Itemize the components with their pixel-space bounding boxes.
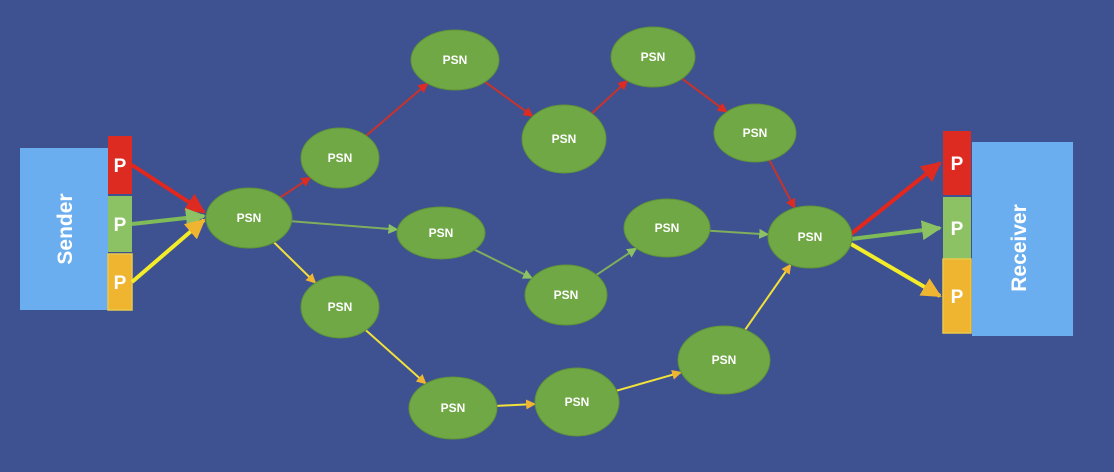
- sender-packet-yellow: [107, 253, 133, 311]
- psn-node: [534, 367, 620, 437]
- psn-node: [408, 376, 498, 440]
- psn-node: [521, 104, 607, 174]
- green-route-edge: [709, 228, 770, 239]
- psn-node-label: PSN: [552, 132, 577, 146]
- psn-node-label: PSN: [328, 151, 353, 165]
- red-route-edge: [591, 79, 629, 115]
- psn-node: [623, 198, 711, 258]
- sender-packet-green: [108, 196, 132, 252]
- green-route-edge: [595, 247, 638, 276]
- sender-label: Sender: [54, 193, 77, 264]
- sender-packet-label: P: [114, 156, 127, 177]
- psn-node: [396, 206, 486, 260]
- psn-node-label: PSN: [798, 230, 823, 244]
- packets: P P P P P P: [107, 131, 972, 334]
- psn-node: [713, 103, 797, 163]
- receiver-arrow-green: [850, 220, 942, 241]
- receiver-packet-label: P: [951, 287, 964, 308]
- yellow-route-edge: [744, 263, 792, 331]
- psn-node-label: PSN: [641, 50, 666, 64]
- receiver-packet-red: [943, 131, 971, 195]
- psn-nodes: PSN PSN PSN PSN PSN PSN PSN PSN PSN PSN PSN PSN PSN P…: [205, 26, 853, 440]
- receiver-packet-green: [943, 197, 971, 259]
- psn-node: [300, 275, 380, 339]
- red-route-edge: [279, 176, 312, 199]
- receiver-label: Receiver: [1008, 204, 1031, 292]
- receiver-arrow-red: [849, 161, 942, 236]
- receiver-packet-yellow: [942, 258, 972, 334]
- receiver-box: [972, 142, 1073, 336]
- yellow-route-edge: [365, 329, 427, 385]
- sender-arrow-green: [131, 208, 206, 228]
- red-route-edge: [681, 77, 728, 113]
- yellow-route-edge: [496, 399, 537, 410]
- psn-node: [410, 29, 500, 91]
- green-route-edge: [291, 220, 399, 234]
- sender-box: [20, 148, 108, 310]
- psn-node-label: PSN: [743, 126, 768, 140]
- red-route-edge: [768, 159, 796, 209]
- psn-node: [677, 325, 771, 395]
- psn-node-label: PSN: [565, 395, 590, 409]
- psn-node: [205, 187, 293, 249]
- psn-node: [610, 26, 696, 88]
- psn-node-label: PSN: [554, 288, 579, 302]
- psn-node: [767, 205, 853, 269]
- psn-node-label: PSN: [441, 401, 466, 415]
- psn-node-label: PSN: [237, 211, 262, 225]
- psn-node-label: PSN: [712, 353, 737, 367]
- psn-node-label: PSN: [443, 53, 468, 67]
- red-route-edge: [484, 81, 534, 118]
- psn-node-label: PSN: [655, 221, 680, 235]
- route-edges: [273, 77, 796, 410]
- yellow-route-edge: [616, 369, 683, 392]
- receiver-arrow-yellow: [849, 242, 942, 298]
- psn-node-label: PSN: [429, 226, 454, 240]
- sender-packet-label: P: [114, 273, 127, 294]
- psn-node: [524, 264, 608, 326]
- sender-arrow-red: [130, 163, 206, 214]
- sender-packet-red: [108, 136, 132, 194]
- psn-node-label: PSN: [328, 300, 353, 314]
- sender-arrow-yellow: [130, 218, 206, 284]
- sender-packet-label: P: [114, 215, 127, 236]
- psn-node: [300, 127, 380, 189]
- green-route-edge: [474, 248, 533, 280]
- red-route-edge: [365, 82, 429, 137]
- receiver-packet-label: P: [951, 219, 964, 240]
- receiver-packet-label: P: [951, 154, 964, 175]
- yellow-route-edge: [273, 241, 317, 284]
